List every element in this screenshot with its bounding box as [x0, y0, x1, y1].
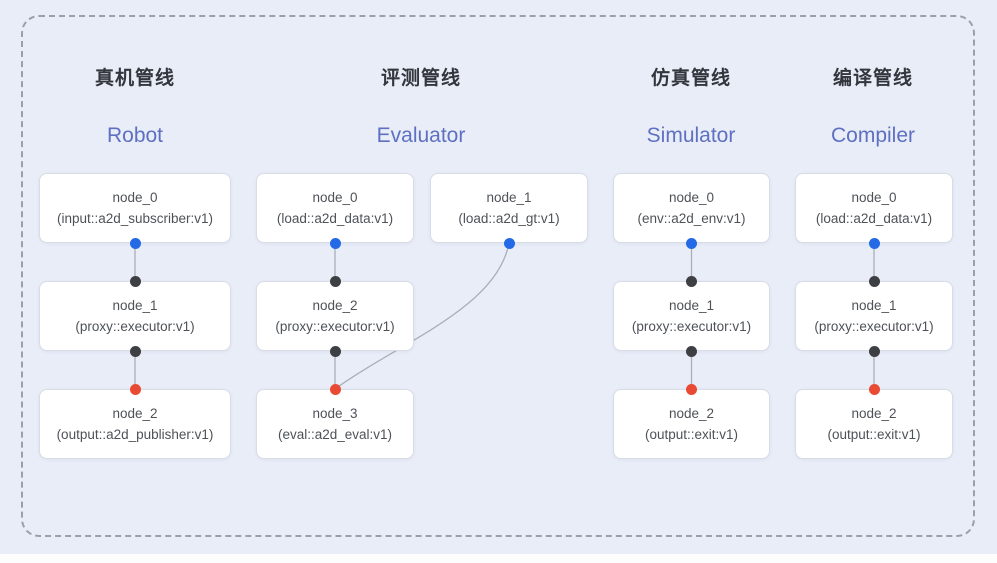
input-port-dot-black [686, 275, 697, 287]
output-port-dot-blue [503, 237, 515, 249]
simulator-node_0-card: node_0(env::a2d_env:v1) [613, 173, 770, 243]
input-port-dot-red [129, 383, 141, 395]
simulator-node_2-card: node_2(output::exit:v1) [613, 389, 770, 459]
evaluator-node_0-card: node_0(load::a2d_data:v1) [256, 173, 414, 243]
robot-node_2-card: node_2(output::a2d_publisher:v1) [39, 389, 231, 459]
compiler-node_2-card: node_2(output::exit:v1) [795, 389, 953, 459]
node-type-label: (proxy::executor:v1) [814, 318, 934, 334]
input-port-dot-red [868, 383, 880, 395]
output-port-dot-black [129, 345, 141, 357]
output-port-dot-black [686, 345, 697, 357]
robot-node_0-card: node_0(input::a2d_subscriber:v1) [39, 173, 231, 243]
node-type-label: (eval::a2d_eval:v1) [277, 426, 393, 442]
node-type-label: (proxy::executor:v1) [75, 318, 195, 334]
node-type-label: (input::a2d_subscriber:v1) [56, 210, 214, 226]
evaluator-node_3-card: node_3(eval::a2d_eval:v1) [256, 389, 414, 459]
input-port-dot-black [129, 275, 141, 287]
node-id-label: node_0 [112, 189, 158, 205]
output-port-dot-blue [129, 237, 141, 249]
node-id-label: node_2 [668, 405, 715, 421]
robot-pipeline-title-en: Robot [106, 124, 164, 147]
output-port-dot-blue [868, 237, 880, 249]
node-type-label: (output::exit:v1) [827, 426, 921, 442]
node-id-label: node_2 [312, 297, 358, 313]
compiler-node_1-card: node_1(proxy::executor:v1) [795, 281, 953, 351]
simulator-pipeline-title-zh: 仿真管线 [650, 68, 732, 89]
compiler-node_0-card: node_0(load::a2d_data:v1) [795, 173, 953, 243]
node-id-label: node_3 [312, 405, 358, 421]
output-port-dot-blue [686, 237, 697, 249]
node-id-label: node_0 [312, 189, 358, 205]
simulator-pipeline-title-en: Simulator [646, 124, 736, 147]
evaluator-node_1-card: node_1(load::a2d_gt:v1) [430, 173, 588, 243]
node-id-label: node_1 [668, 297, 715, 313]
evaluator-edge-connector [334, 242, 510, 390]
output-port-dot-blue [329, 237, 341, 249]
input-port-dot-black [868, 275, 880, 287]
evaluator-pipeline-title-en: Evaluator [376, 124, 466, 147]
page-bottom-strip [0, 554, 997, 563]
evaluator-pipeline-title-zh: 评测管线 [380, 68, 462, 89]
node-type-label: (output::exit:v1) [644, 426, 739, 442]
node-id-label: node_1 [486, 189, 532, 205]
node-id-label: node_2 [112, 405, 158, 421]
node-type-label: (proxy::executor:v1) [275, 318, 395, 334]
node-type-label: (output::a2d_publisher:v1) [56, 426, 214, 442]
input-port-dot-red [329, 383, 341, 395]
compiler-pipeline-title-zh: 编译管线 [832, 68, 914, 89]
input-port-dot-red [686, 383, 697, 395]
output-port-dot-black [868, 345, 880, 357]
dashed-border-frame [21, 15, 975, 537]
node-id-label: node_0 [851, 189, 897, 205]
output-port-dot-black [329, 345, 341, 357]
compiler-pipeline-title-en: Compiler [830, 124, 916, 147]
node-id-label: node_2 [851, 405, 897, 421]
input-port-dot-black [329, 275, 341, 287]
node-type-label: (load::a2d_data:v1) [276, 210, 394, 226]
node-type-label: (load::a2d_gt:v1) [458, 210, 560, 226]
robot-pipeline-title-zh: 真机管线 [94, 68, 176, 89]
node-type-label: (env::a2d_env:v1) [637, 210, 746, 226]
node-id-label: node_0 [668, 189, 715, 205]
robot-node_1-card: node_1(proxy::executor:v1) [39, 281, 231, 351]
node-type-label: (proxy::executor:v1) [631, 318, 752, 334]
node-type-label: (load::a2d_data:v1) [815, 210, 933, 226]
node-id-label: node_1 [851, 297, 897, 313]
simulator-node_1-card: node_1(proxy::executor:v1) [613, 281, 770, 351]
node-id-label: node_1 [112, 297, 158, 313]
evaluator-node_2-card: node_2(proxy::executor:v1) [256, 281, 414, 351]
